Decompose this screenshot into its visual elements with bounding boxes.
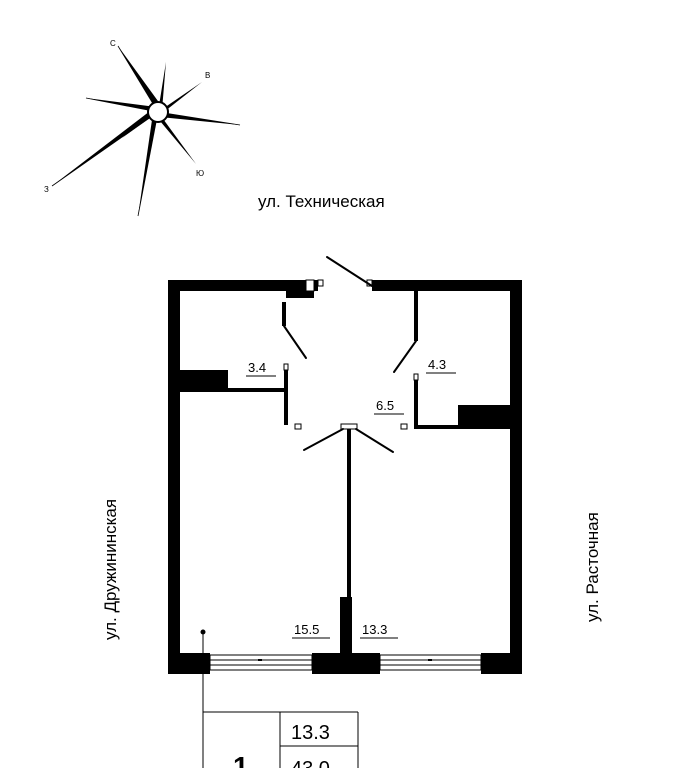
area-bathroom: 3.4: [248, 360, 266, 375]
compass-south-label: Ю: [196, 169, 204, 178]
wall-end-caps: [283, 279, 419, 430]
area-hall: 6.5: [376, 398, 394, 413]
street-top-label: ул. Техническая: [258, 192, 385, 211]
summary-rooms-count: 1: [233, 751, 249, 768]
window-living-room: [209, 654, 313, 671]
street-left-label: ул. Дружининская: [101, 499, 120, 640]
area-wc: 4.3: [428, 357, 446, 372]
summary-total-area: 43.0: [291, 758, 330, 768]
summary-table: [203, 711, 359, 768]
street-right-label: ул. Расточная: [583, 512, 602, 622]
door-swings: [283, 256, 417, 453]
internal-walls: [180, 291, 510, 657]
compass-north-label: С: [110, 39, 116, 48]
area-living-room: 15.5: [294, 622, 319, 637]
compass-west-label: З: [44, 185, 49, 194]
compass-rose-icon: [51, 45, 241, 217]
summary-kitchen-area: 13.3: [291, 722, 330, 744]
compass-east-label: В: [205, 71, 210, 80]
window-kitchen: [379, 654, 482, 671]
outer-walls: [168, 279, 522, 674]
area-kitchen: 13.3: [362, 622, 387, 637]
